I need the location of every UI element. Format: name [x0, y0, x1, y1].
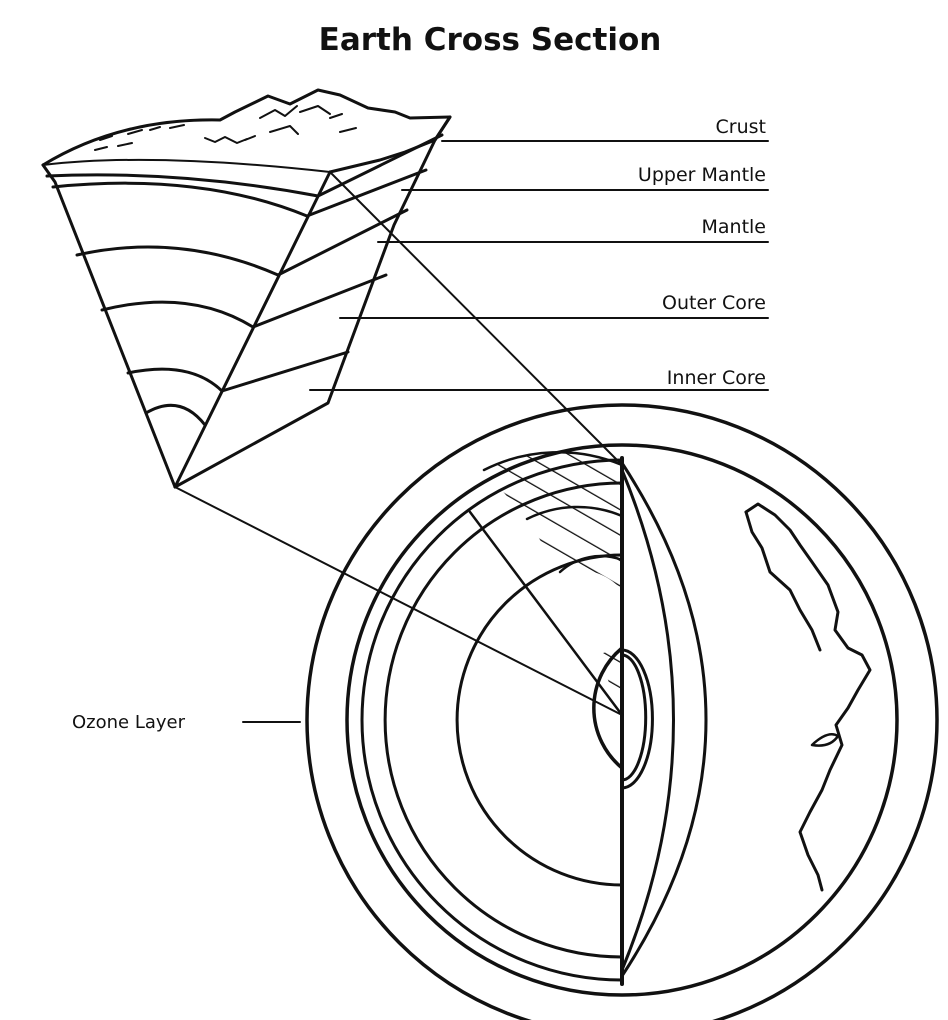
label-mantle: Mantle — [702, 216, 767, 238]
projection-lines — [175, 172, 622, 715]
label-crust: Crust — [716, 116, 766, 138]
label-inner-core: Inner Core — [667, 367, 766, 389]
earth-globe — [307, 405, 937, 1020]
diagram-title: Earth Cross Section — [319, 22, 662, 58]
continent-outline — [746, 504, 870, 890]
label-upper-mantle: Upper Mantle — [638, 164, 766, 186]
label-ozone-layer: Ozone Layer — [72, 712, 186, 733]
label-outer-core: Outer Core — [662, 292, 766, 314]
crust-block — [43, 90, 450, 487]
